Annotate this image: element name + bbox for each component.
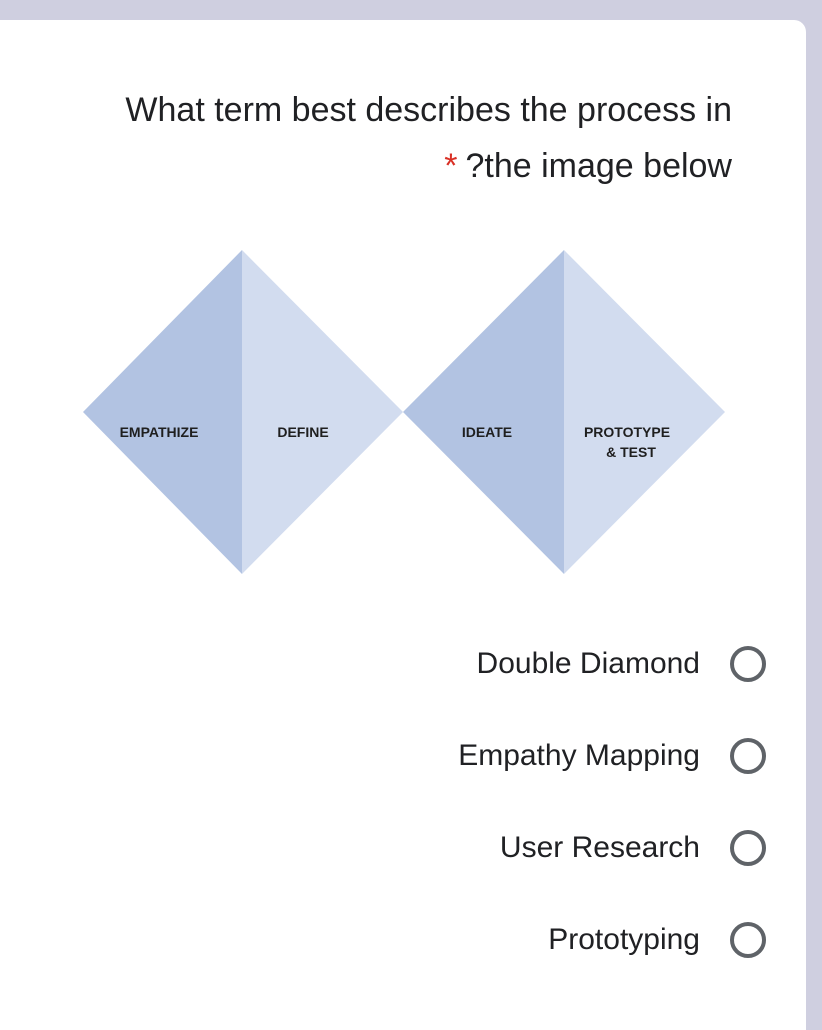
option-label: User Research bbox=[499, 831, 700, 864]
option-label: Prototyping bbox=[548, 923, 700, 956]
radio-button[interactable] bbox=[730, 738, 766, 774]
question-text-line-2: *?the image below bbox=[12, 138, 732, 194]
stage-define: DEFINE bbox=[277, 424, 328, 440]
question-card: What term best describes the process in … bbox=[0, 20, 806, 1030]
option-empathy-mapping[interactable]: Empathy Mapping bbox=[206, 710, 766, 802]
option-label: Empathy Mapping bbox=[458, 739, 700, 772]
stage-prototype: PROTOTYPE bbox=[584, 424, 670, 440]
diamond-1-convergent-half bbox=[242, 250, 403, 574]
stage-ideate: IDEATE bbox=[462, 424, 512, 440]
option-prototyping[interactable]: Prototyping bbox=[206, 894, 766, 986]
diamond-2-divergent-half bbox=[403, 250, 564, 574]
diamond-1-divergent-half bbox=[83, 250, 242, 574]
required-asterisk: * bbox=[444, 147, 458, 185]
stage-empathize: EMPATHIZE bbox=[120, 424, 199, 440]
option-label: Double Diamond bbox=[476, 647, 700, 680]
double-diamond-diagram: DIVERGENT CONVERGENT DIVERGENT CONVERGEN… bbox=[83, 250, 725, 574]
radio-button[interactable] bbox=[730, 922, 766, 958]
option-user-research[interactable]: User Research bbox=[206, 802, 766, 894]
question-text-line-1: What term best describes the process in bbox=[125, 91, 732, 129]
stage-test: & TEST bbox=[606, 444, 656, 460]
question-text-line-2-text: ?the image below bbox=[465, 147, 732, 185]
answer-options: Double Diamond Empathy Mapping User Rese… bbox=[206, 618, 766, 986]
diamond-2-convergent-half bbox=[564, 250, 725, 574]
radio-button[interactable] bbox=[730, 830, 766, 866]
question-title: What term best describes the process in … bbox=[12, 82, 732, 194]
option-double-diamond[interactable]: Double Diamond bbox=[206, 618, 766, 710]
radio-button[interactable] bbox=[730, 646, 766, 682]
